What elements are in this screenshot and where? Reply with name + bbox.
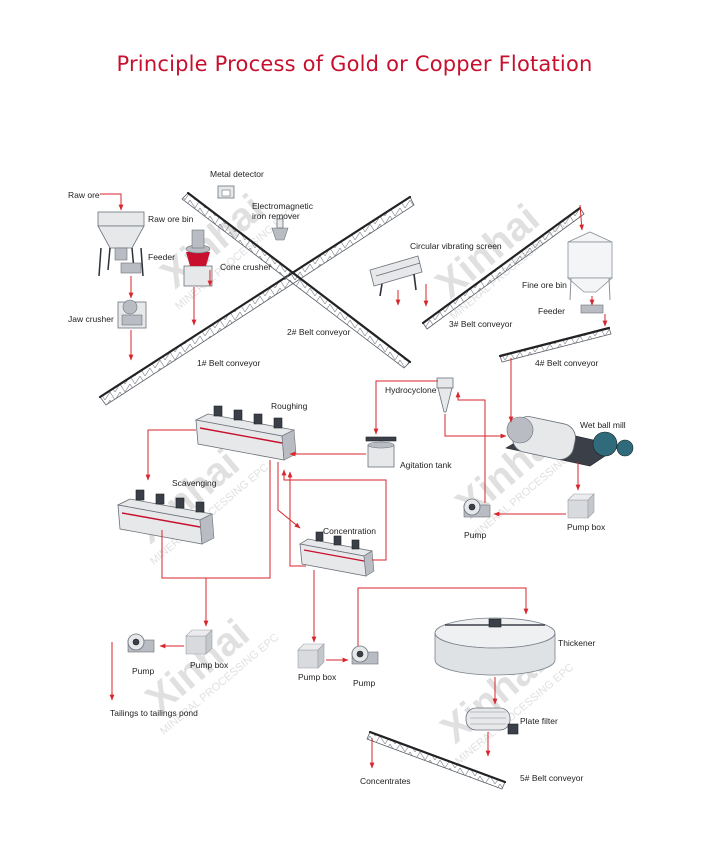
pump-2: [127, 633, 155, 653]
fine-ore-bin: [566, 231, 614, 301]
hydrocyclone: [436, 377, 454, 413]
label-thickener: Thickener: [558, 638, 595, 648]
pump-1: [463, 498, 491, 518]
label-tailings: Tailings to tailings pond: [110, 708, 198, 718]
label-hydrocyclone: Hydrocyclone: [385, 385, 437, 395]
label-fine-ore-bin: Fine ore bin: [522, 280, 567, 290]
circular-vibrating-screen: [369, 255, 423, 297]
feeder-1: [120, 262, 142, 274]
label-belt-conveyor-4: 4# Belt conveyor: [535, 358, 598, 368]
pump-box-2: [185, 629, 213, 655]
flow-lines: [100, 193, 608, 769]
belt-conveyor-4: [498, 326, 612, 363]
label-belt-conveyor-3: 3# Belt conveyor: [449, 319, 512, 329]
label-raw-ore: Raw ore: [68, 190, 100, 200]
label-roughing: Roughing: [271, 401, 308, 411]
labels: Raw ore Raw ore bin Feeder Jaw crusher M…: [68, 169, 626, 786]
label-pump-2: Pump: [132, 666, 154, 676]
label-belt-conveyor-2: 2# Belt conveyor: [287, 327, 350, 337]
belt-conveyor-2: [181, 191, 412, 369]
label-pump-1: Pump: [464, 530, 486, 540]
label-raw-ore-bin: Raw ore bin: [148, 214, 194, 224]
pump-box-3: [297, 643, 325, 669]
belt-conveyor-1: [98, 195, 415, 406]
feeder-2: [580, 304, 604, 314]
label-pump-box-3: Pump box: [298, 672, 337, 682]
label-jaw-crusher: Jaw crusher: [68, 314, 114, 324]
belt-conveyor-3: [421, 206, 585, 330]
label-pump-3: Pump: [353, 678, 375, 688]
label-pump-box-1: Pump box: [567, 522, 606, 532]
raw-ore-bin: [97, 211, 145, 277]
iron-remover: [271, 218, 289, 241]
label-cone-crusher: Cone crusher: [220, 262, 271, 272]
label-agitation-tank: Agitation tank: [400, 460, 452, 470]
label-circular-screen: Circular vibrating screen: [410, 241, 502, 251]
agitation-tank: [365, 436, 397, 468]
label-belt-conveyor-1: 1# Belt conveyor: [197, 358, 260, 368]
label-concentrates: Concentrates: [360, 776, 411, 786]
thickener: [434, 617, 556, 676]
metal-detector: [217, 185, 235, 199]
cone-crusher: [183, 229, 213, 287]
label-belt-conveyor-5: 5# Belt conveyor: [520, 773, 583, 783]
jaw-crusher: [117, 299, 147, 329]
label-feeder-2: Feeder: [538, 306, 565, 316]
label-pump-box-2: Pump box: [190, 660, 229, 670]
watermark-1: Xinhai MINERAL PROCESSING EPC: [428, 196, 572, 322]
label-concentration: Concentration: [323, 526, 376, 536]
pump-3: [351, 645, 379, 665]
label-iron-remover-line2: iron remover: [252, 211, 300, 221]
belt-conveyor-5: [366, 730, 507, 790]
label-scavenging: Scavenging: [172, 478, 217, 488]
diagram-title: Principle Process of Gold or Copper Flot…: [116, 52, 593, 76]
label-metal-detector: Metal detector: [210, 169, 264, 179]
concentration-flotation: [298, 531, 375, 577]
label-feeder-1: Feeder: [148, 252, 175, 262]
plate-filter: [465, 707, 519, 735]
pump-box-1: [567, 493, 595, 519]
label-plate-filter: Plate filter: [520, 716, 558, 726]
label-wet-ball-mill: Wet ball mill: [580, 420, 626, 430]
scavenging-flotation: [116, 489, 215, 545]
label-iron-remover-line1: Electromagnetic: [252, 201, 314, 211]
wet-ball-mill: [505, 416, 634, 467]
